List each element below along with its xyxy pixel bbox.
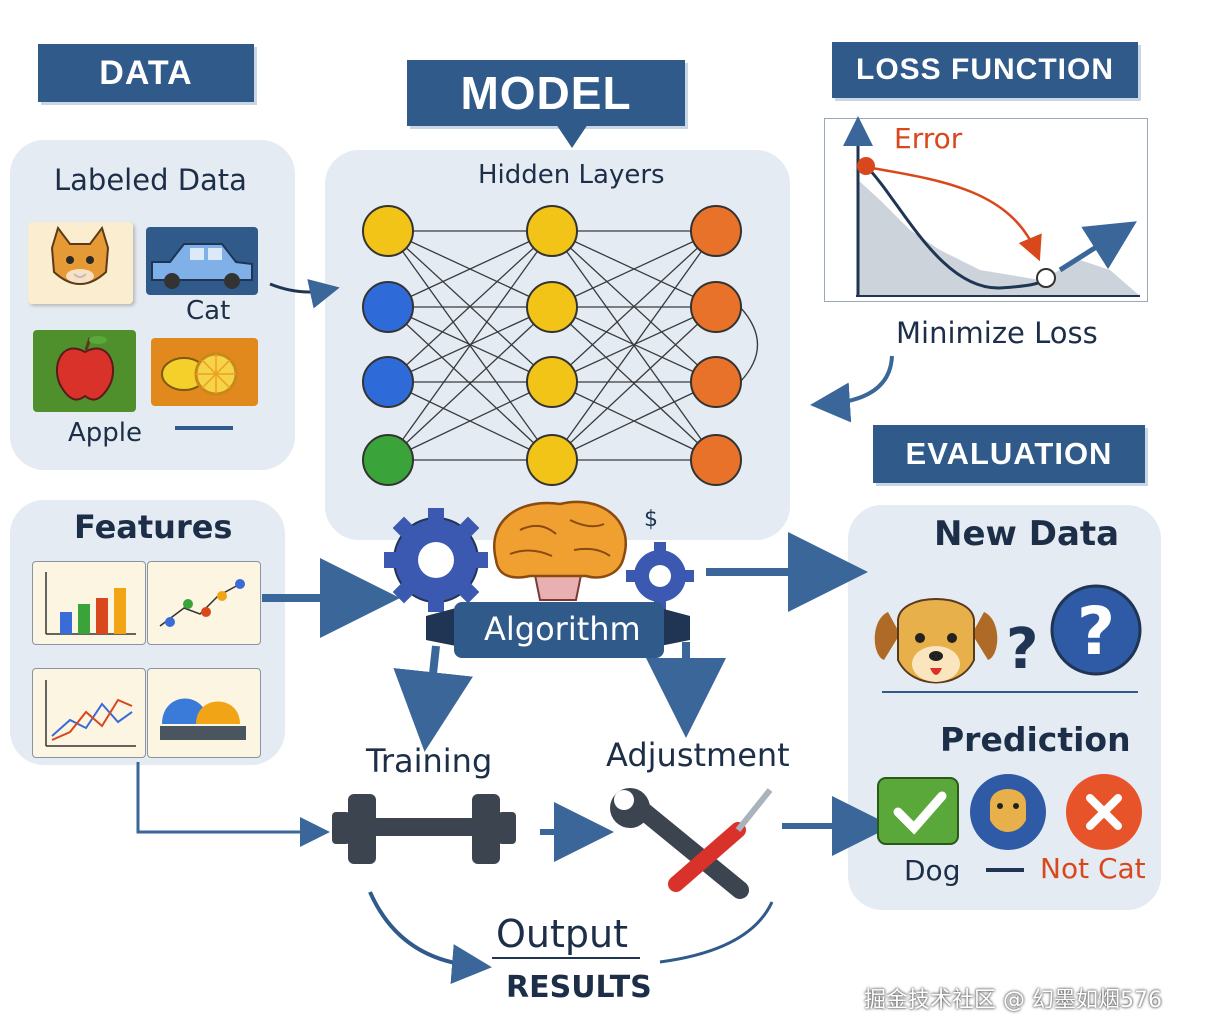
apple-label: Apple: [68, 418, 143, 448]
cross-icon: [1066, 774, 1142, 850]
algorithm-ribbon: [426, 602, 690, 658]
features-to-training-connector: [136, 762, 330, 847]
cat-icon: [50, 225, 110, 285]
tools-icon: [610, 788, 773, 899]
model-banner: MODEL: [407, 60, 685, 126]
gear-right-icon: [626, 542, 694, 610]
model-banner-label: MODEL: [460, 67, 632, 119]
dumbbell-icon: [332, 794, 516, 864]
line-thumbnail: [32, 668, 146, 758]
algorithm-to-training-arrow: [393, 645, 473, 752]
network-connections: [387, 230, 759, 461]
line-thumbnail-lines: [45, 680, 136, 747]
minimize-loss-caption: Minimize Loss: [896, 316, 1098, 350]
results-label: RESULTS: [506, 970, 652, 1005]
dog-icon: [874, 598, 998, 684]
model-banner-pointer: [556, 124, 588, 148]
prediction-title: Prediction: [940, 720, 1131, 759]
loss-function-banner: LOSS FUNCTION: [832, 42, 1138, 98]
cluster-thumbnail-shapes: [160, 698, 246, 740]
output-layer-nodes: [690, 205, 742, 486]
dollar-sign-icon: $: [644, 507, 658, 532]
evaluation-banner-label: EVALUATION: [905, 436, 1113, 471]
question-circle-icon: ?: [1050, 584, 1142, 676]
input-layer-nodes: [362, 205, 414, 486]
not-cat-label: Not Cat: [1040, 852, 1146, 885]
apple-icon: [55, 336, 115, 401]
car-icon: [151, 243, 253, 289]
error-label: Error: [894, 122, 963, 155]
hidden-layer-nodes: [526, 205, 578, 486]
adjustment-to-output-curve: [659, 901, 774, 964]
brain-icon: [493, 500, 627, 601]
algorithm-label: Algorithm: [484, 610, 641, 648]
dog-badge-icon: [970, 774, 1046, 850]
cat-label: Cat: [186, 296, 231, 326]
bar-chart-thumbnail-bars: [45, 572, 136, 635]
labeled-data-title: Labeled Data: [54, 163, 247, 197]
output-label: Output: [496, 912, 628, 956]
small-question-mark-icon: ?: [1006, 617, 1038, 682]
adjustment-label: Adjustment: [606, 736, 790, 774]
gear-left-icon: [384, 508, 488, 612]
features-title: Features: [74, 508, 233, 546]
training-label: Training: [366, 742, 493, 780]
loss-curve-chart: [843, 116, 1140, 297]
lemon-icon: [161, 352, 238, 396]
svg-text:?: ?: [1077, 593, 1115, 670]
data-to-model-arrow: [269, 279, 340, 309]
data-banner: DATA: [38, 44, 254, 102]
training-to-output-arrow: [368, 891, 492, 985]
scatter-thumbnail-points: [159, 579, 245, 627]
scatter-thumbnail: [147, 561, 261, 645]
hidden-layers-title: Hidden Layers: [478, 160, 665, 190]
data-panel: [10, 140, 295, 470]
dog-label: Dog: [904, 854, 961, 887]
evaluation-banner: EVALUATION: [873, 425, 1145, 483]
check-icon: [877, 777, 959, 845]
data-banner-label: DATA: [99, 53, 193, 92]
new-data-title: New Data: [934, 514, 1120, 554]
watermark: 掘金技术社区 @ 幻墨如烟576: [864, 988, 1162, 1013]
loss-to-model-arrow: [810, 355, 894, 423]
loss-function-banner-label: LOSS FUNCTION: [856, 53, 1114, 86]
